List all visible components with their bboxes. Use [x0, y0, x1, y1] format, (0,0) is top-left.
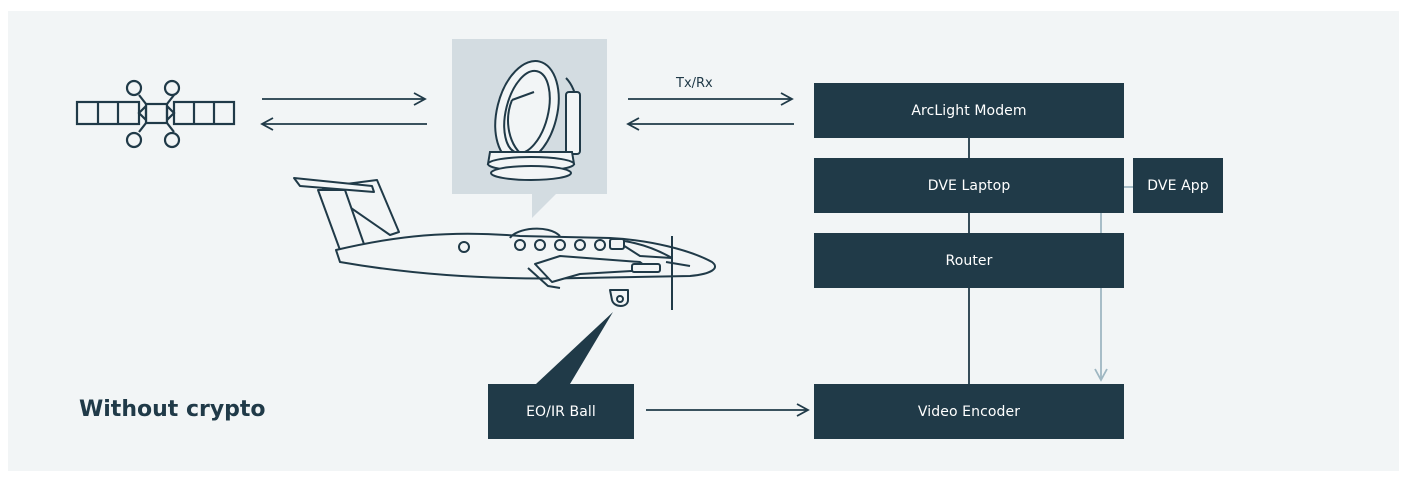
arclight-modem-box: ArcLight Modem: [814, 83, 1124, 138]
satellite-icon: [75, 79, 236, 149]
router-box: Router: [814, 233, 1124, 288]
satellite-dish-icon: [486, 60, 581, 181]
diagram-panel: [8, 11, 1399, 471]
eoir-callout: [536, 312, 613, 384]
tx-rx-label: Tx/Rx: [676, 76, 713, 91]
dve-laptop-box: DVE Laptop: [814, 158, 1124, 213]
dve-app-box: DVE App: [1133, 158, 1223, 213]
aircraft-icon: [293, 177, 717, 310]
diagram-title: Without crypto: [79, 397, 266, 422]
eoir-ball-box: EO/IR Ball: [488, 384, 634, 439]
video-encoder-box: Video Encoder: [814, 384, 1124, 439]
